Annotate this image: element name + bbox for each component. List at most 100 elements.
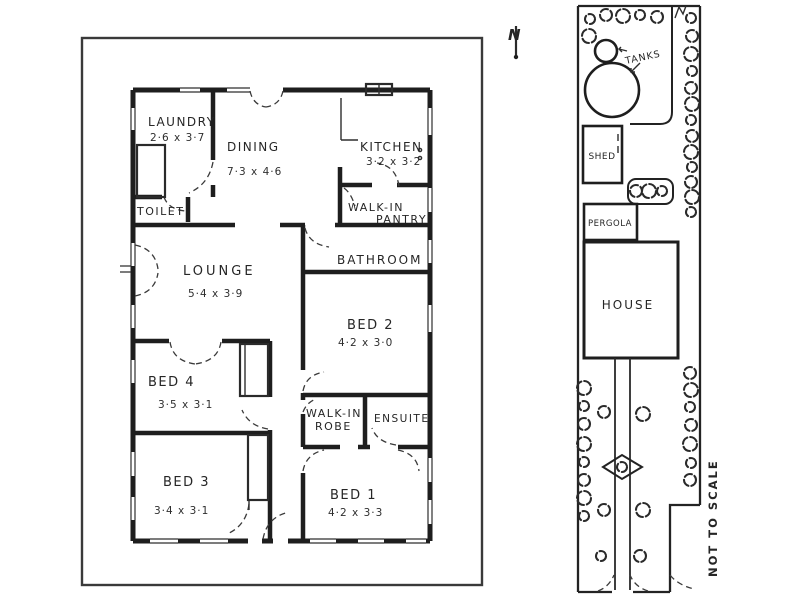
shrub-icon <box>596 404 612 420</box>
shrub-icon <box>615 460 629 474</box>
tanks-label: TANKS <box>623 49 661 67</box>
house <box>582 240 680 360</box>
room-label-kitchen: KITCHEN <box>360 140 423 154</box>
shrub-icon <box>576 472 592 488</box>
shrub-icon <box>594 549 608 563</box>
shrub-icon <box>575 379 593 397</box>
north-arrow-base <box>513 54 519 60</box>
shrub-icon <box>684 113 698 127</box>
room-dims-lounge: 5·4 x 3·9 <box>188 288 243 300</box>
site-boundary <box>576 4 702 594</box>
shrub-icon <box>684 456 698 470</box>
shrub-icon <box>683 80 699 96</box>
room-label-pantry-2: PANTRY <box>376 213 427 226</box>
bed3-robe <box>246 433 270 510</box>
laundry-trough <box>135 143 167 199</box>
north-label: N <box>508 26 521 44</box>
arrow-to-small-tank <box>618 46 628 53</box>
shrub-icon <box>575 435 593 453</box>
shrub-icon <box>685 160 699 174</box>
room-label-toilet: TOILET <box>136 205 184 218</box>
driveway-flares <box>597 574 695 592</box>
room-dims-bed2: 4·2 x 3·0 <box>338 337 393 349</box>
shed-label: SHED <box>588 152 615 162</box>
room-label-bed3: BED 3 <box>163 475 210 490</box>
room-label-bed4: BED 4 <box>148 375 195 390</box>
shrub-icon <box>682 365 698 381</box>
shrub-icon <box>684 28 700 44</box>
shrub-icon <box>575 489 593 507</box>
shrub-icon <box>683 188 701 206</box>
shrub-icon <box>583 12 597 26</box>
shrub-icon <box>683 95 701 113</box>
shrub-icon <box>681 435 699 453</box>
shrub-icon <box>682 45 700 63</box>
small-tank <box>593 38 619 64</box>
room-label-ensuite: ENSUITE <box>374 413 429 425</box>
arrow-to-large-tank <box>630 62 641 73</box>
house-label: HOUSE <box>602 298 654 312</box>
robe-cabinet <box>246 433 270 502</box>
pergola-label: PERGOLA <box>588 219 632 229</box>
shrub-icon <box>634 501 652 519</box>
shrub-icon <box>614 7 632 25</box>
shrub-layer <box>575 7 701 564</box>
shrub-icon <box>580 27 598 45</box>
shrub-icon <box>633 8 647 22</box>
shrub-icon <box>632 548 648 564</box>
shed <box>581 124 624 185</box>
north-arrow: N <box>508 26 521 60</box>
door-swings <box>134 90 420 540</box>
shrub-icon <box>596 502 612 518</box>
shrub-icon <box>655 184 669 198</box>
pergola <box>582 202 639 242</box>
room-dims-laundry: 2·6 x 3·7 <box>150 132 205 144</box>
exterior-walls <box>130 87 433 544</box>
shrub-icon <box>683 400 697 414</box>
not-to-scale-note: NOT TO SCALE <box>706 459 720 577</box>
room-label-robe-1: WALK-IN <box>306 407 362 420</box>
shrub-icon <box>598 7 614 23</box>
shrub-icon <box>682 472 698 488</box>
window-symbols <box>120 87 433 544</box>
robe-cabinet <box>238 342 270 398</box>
room-dims-bed3: 3·4 x 3·1 <box>154 505 209 517</box>
room-dims-kitchen: 3·2 x 3·2 <box>366 156 421 168</box>
room-label-dining: DINING <box>227 140 280 154</box>
bench-line <box>340 98 358 141</box>
bed4-robe <box>238 342 270 398</box>
kitchen-bench <box>340 82 423 161</box>
sink-icon <box>417 147 423 153</box>
garden-diamond <box>601 453 644 481</box>
shrub-icon <box>577 509 591 523</box>
shrub-icon <box>684 11 698 25</box>
shrub-icon <box>684 205 698 219</box>
large-tank <box>583 61 641 119</box>
shrub-icon <box>640 182 658 200</box>
planter-box <box>627 178 674 205</box>
room-dims-dining: 7·3 x 4·6 <box>227 166 282 178</box>
shrub-icon <box>682 381 700 399</box>
room-dims-bed1: 4·2 x 3·3 <box>328 507 383 519</box>
shrub-icon <box>577 399 591 413</box>
shrub-icon <box>649 9 665 25</box>
driveway <box>614 358 631 590</box>
room-label-lounge: LOUNGE <box>183 264 256 279</box>
shrub-icon <box>576 416 592 432</box>
shrub-icon <box>685 64 699 78</box>
plan-frame <box>80 36 484 587</box>
tank-yard-fence <box>630 6 673 125</box>
room-dims-bed4: 3·5 x 3·1 <box>158 399 213 411</box>
shrub-icon <box>683 417 699 433</box>
sink-icon <box>417 155 423 161</box>
shrub-icon <box>683 174 699 190</box>
room-label-laundry: LAUNDRY <box>148 115 216 129</box>
shrub-icon <box>682 143 700 161</box>
shrub-icon <box>684 128 700 144</box>
shrub-icon <box>634 405 652 423</box>
site-plan: TANKS SHED PERGOLA HOUSE NOT TO SCALE <box>575 4 720 594</box>
floorplan-drawing: LAUNDRY 2·6 x 3·7 DINING 7·3 x 4·6 KITCH… <box>120 82 433 544</box>
room-label-pantry-1: WALK-IN <box>348 201 404 214</box>
